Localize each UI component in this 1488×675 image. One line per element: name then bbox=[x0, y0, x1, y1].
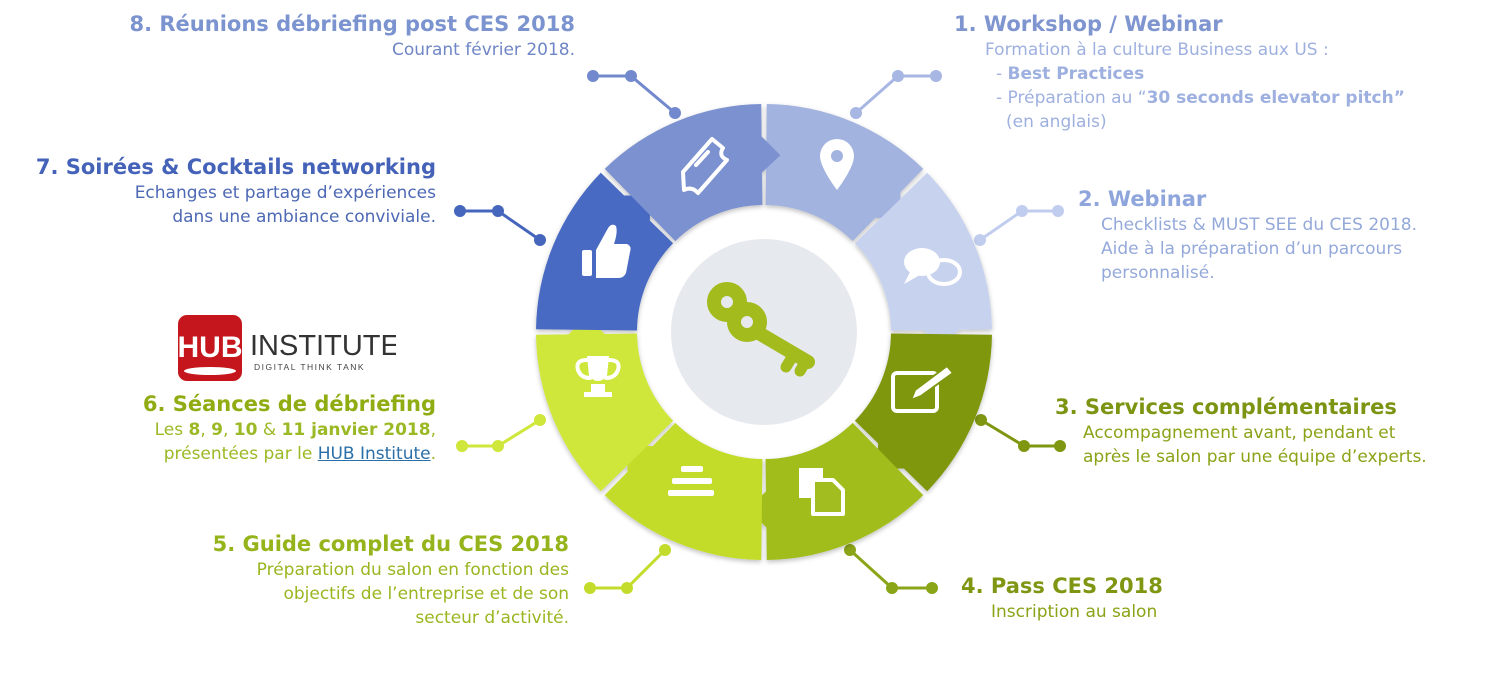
connector-1 bbox=[850, 70, 942, 119]
connector-dot bbox=[492, 205, 504, 217]
step-3-line-1: Accompagnement avant, pendant et bbox=[1083, 423, 1396, 443]
step-8-line-1: Courant février 2018. bbox=[391, 40, 575, 60]
connector-dot bbox=[930, 70, 942, 82]
connector-dot bbox=[892, 70, 904, 82]
connector-dot bbox=[587, 70, 599, 82]
connector-dot bbox=[492, 440, 504, 452]
connector-dot bbox=[850, 107, 862, 119]
step-2-title: 2. Webinar bbox=[1078, 187, 1207, 211]
ticket-icon bbox=[681, 137, 729, 195]
step-6-line-1: Les 8, 9, 10 & 11 janvier 2018, bbox=[154, 420, 436, 440]
chat-bubbles-icon bbox=[904, 248, 962, 286]
step-3-line-2: après le salon par une équipe d’experts. bbox=[1083, 447, 1427, 467]
step-7-line-1: Echanges et partage d’expériences bbox=[134, 183, 436, 203]
logo-tagline: DIGITAL THINK TANK bbox=[254, 362, 365, 372]
step-7-line-2: dans une ambiance conviviale. bbox=[172, 207, 436, 227]
connector-lines bbox=[454, 70, 1066, 594]
step-4-block: 4. Pass CES 2018 Inscription au salon bbox=[961, 572, 1163, 624]
segment-8 bbox=[604, 104, 781, 242]
wheel-segments bbox=[536, 104, 992, 560]
step-5-block: 5. Guide complet du CES 2018 Préparation… bbox=[213, 530, 569, 630]
step-4-line-1: Inscription au salon bbox=[991, 602, 1158, 622]
logo-word: INSTITUTE bbox=[250, 330, 396, 362]
thumbs-up-icon bbox=[582, 224, 631, 278]
connector-dot bbox=[625, 70, 637, 82]
step-2-line-2: Aide à la préparation d’un parcours bbox=[1101, 239, 1403, 259]
segment-6 bbox=[536, 315, 674, 492]
connector-dot bbox=[886, 582, 898, 594]
connector-dot bbox=[926, 582, 938, 594]
step-2-line-1: Checklists & MUST SEE du CES 2018. bbox=[1101, 215, 1417, 235]
step-7-block: 7. Soirées & Cocktails networking Echang… bbox=[36, 153, 436, 229]
step-8-block: 8. Réunions débriefing post CES 2018 Cou… bbox=[129, 10, 575, 62]
connector-dot bbox=[1018, 440, 1030, 452]
connector-dot bbox=[456, 440, 468, 452]
connector-dot bbox=[669, 107, 681, 119]
documents-icon bbox=[799, 468, 845, 516]
map-pin-icon bbox=[820, 139, 854, 190]
stacked-bars-icon bbox=[668, 466, 714, 496]
connector-dot bbox=[975, 414, 987, 426]
connector-dot bbox=[534, 234, 546, 246]
step-2-line-3: personnalisé. bbox=[1101, 263, 1215, 283]
step-1-line-3: - Préparation au “30 seconds elevator pi… bbox=[996, 88, 1405, 108]
step-1-line-4: (en anglais) bbox=[1006, 112, 1107, 132]
step-8-title: 8. Réunions débriefing post CES 2018 bbox=[129, 12, 575, 36]
logo-box-text: HUB bbox=[178, 331, 243, 364]
step-7-title: 7. Soirées & Cocktails networking bbox=[35, 155, 436, 179]
step-2-block: 2. Webinar Checklists & MUST SEE du CES … bbox=[1078, 185, 1417, 285]
connector-dot bbox=[1054, 440, 1066, 452]
step-5-title: 5. Guide complet du CES 2018 bbox=[212, 532, 569, 556]
connector-dot bbox=[844, 544, 856, 556]
connector-2 bbox=[974, 205, 1064, 246]
step-5-line-2: objectifs de l’entreprise et de son bbox=[283, 584, 569, 604]
hub-institute-logo: HUB INSTITUTE DIGITAL THINK TANK bbox=[178, 315, 396, 381]
step-1-block: 1. Workshop / Webinar Formation à la cul… bbox=[954, 10, 1405, 134]
connector-dot bbox=[534, 414, 546, 426]
step-1-line-2: - Best Practices bbox=[996, 64, 1145, 84]
best-practices-text: Best Practices bbox=[1007, 64, 1145, 84]
connector-dot bbox=[974, 234, 986, 246]
connector-dot bbox=[1052, 205, 1064, 217]
connector-7 bbox=[454, 205, 546, 246]
elevator-pitch-text: 30 seconds elevator pitch” bbox=[1146, 88, 1405, 108]
step-3-block: 3. Services complémentaires Accompagneme… bbox=[1055, 393, 1427, 469]
connector-6 bbox=[456, 414, 546, 452]
step-6-block: 6. Séances de débriefing Les 8, 9, 10 & … bbox=[143, 390, 436, 466]
hub-institute-link[interactable]: HUB Institute bbox=[317, 444, 431, 464]
step-3-title: 3. Services complémentaires bbox=[1055, 395, 1397, 419]
key-icon bbox=[707, 282, 815, 377]
step-5-line-3: secteur d’activité. bbox=[415, 608, 569, 628]
connector-dot bbox=[454, 205, 466, 217]
connector-4 bbox=[844, 544, 938, 594]
step-1-line-1: Formation à la culture Business aux US : bbox=[985, 40, 1329, 60]
connector-dot bbox=[621, 582, 633, 594]
connector-5 bbox=[584, 544, 671, 594]
step-4-title: 4. Pass CES 2018 bbox=[961, 574, 1163, 598]
connector-dot bbox=[1016, 205, 1028, 217]
connector-dot bbox=[584, 582, 596, 594]
step-5-line-1: Préparation du salon en fonction des bbox=[256, 560, 569, 580]
step-6-title: 6. Séances de débriefing bbox=[142, 392, 436, 416]
connector-3 bbox=[975, 414, 1066, 452]
connector-8 bbox=[587, 70, 681, 119]
trophy-icon bbox=[575, 356, 621, 397]
connector-dot bbox=[659, 544, 671, 556]
step-6-line-2: présentées par le HUB Institute. bbox=[163, 444, 436, 464]
step-1-title: 1. Workshop / Webinar bbox=[954, 12, 1223, 36]
edit-note-icon bbox=[891, 365, 954, 413]
